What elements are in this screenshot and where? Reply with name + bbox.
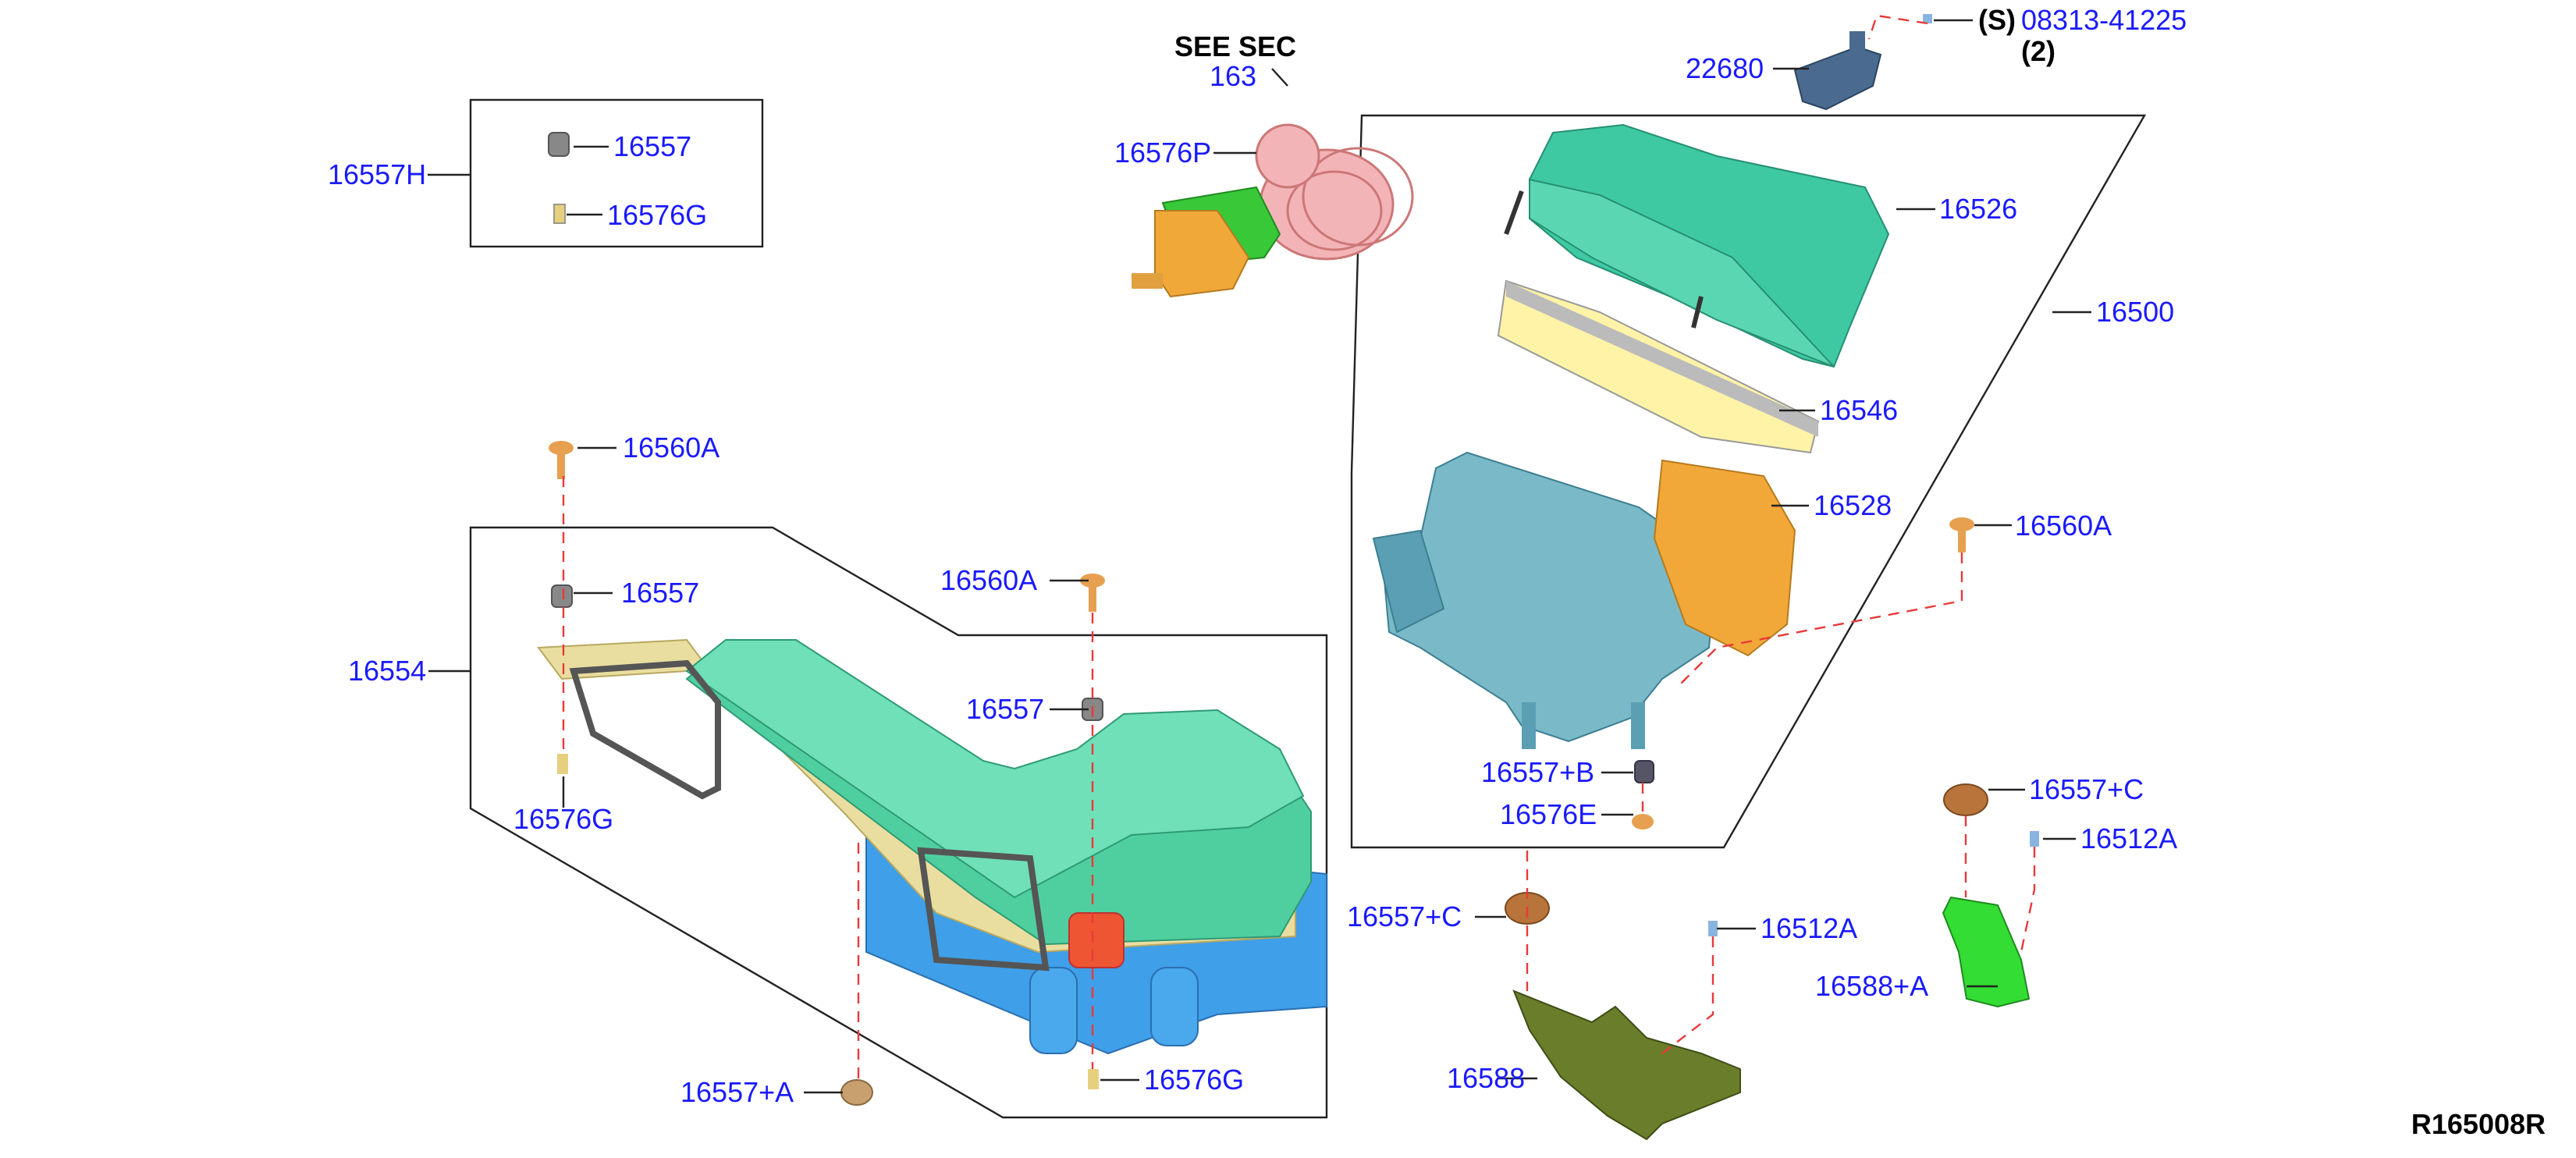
diagram-code: R165008R (2411, 1108, 2546, 1140)
label-16557-box[interactable]: 16557 (613, 130, 691, 162)
label-16557H[interactable]: 16557H (328, 158, 426, 190)
see-section-label: SEE SEC (1174, 30, 1296, 62)
label-16560A-right[interactable]: 16560A (2015, 510, 2112, 542)
label-16576G-box[interactable]: 16576G (607, 199, 707, 231)
label-16576G-left[interactable]: 16576G (513, 803, 613, 835)
assembly-dashed-lines (562, 14, 2036, 1081)
label-16576P[interactable]: 16576P (1114, 137, 1211, 169)
label-16560A-mid[interactable]: 16560A (940, 564, 1037, 596)
bracket-16588-graphic (1512, 989, 1741, 1141)
screw-prefix: (S) (1978, 4, 2016, 36)
label-16526[interactable]: 16526 (1939, 193, 2017, 225)
assembly-frame-16500 (1350, 114, 2147, 849)
label-16557B[interactable]: 16557+B (1481, 756, 1594, 788)
label-16557-left[interactable]: 16557 (621, 577, 699, 609)
label-16557C-right[interactable]: 16557+C (2029, 773, 2144, 805)
label-16588A[interactable]: 16588+A (1815, 970, 1928, 1002)
label-16557C-left[interactable]: 16557+C (1347, 900, 1462, 932)
air-cleaner-body-graphic (1372, 451, 1796, 749)
see-section-number[interactable]: 163 (1210, 60, 1256, 92)
air-cleaner-cover-16526-graphic (1504, 123, 1890, 368)
label-16557-mid[interactable]: 16557 (966, 693, 1044, 725)
label-16554[interactable]: 16554 (348, 655, 426, 687)
label-16528[interactable]: 16528 (1814, 489, 1892, 521)
label-16576E[interactable]: 16576E (1500, 798, 1597, 830)
hose-16576P-graphic (1132, 123, 1414, 298)
air-duct-16554-graphic (537, 638, 1327, 1055)
bracket-16588A-graphic (1942, 896, 2031, 1008)
label-16546[interactable]: 16546 (1820, 394, 1898, 426)
label-16560A-left[interactable]: 16560A (623, 432, 720, 464)
screw-quantity: (2) (2021, 35, 2055, 67)
label-22680[interactable]: 22680 (1686, 52, 1764, 84)
kit-box-16557H (469, 98, 764, 248)
sensor-22680-graphic (1793, 31, 1882, 111)
label-16588[interactable]: 16588 (1447, 1062, 1525, 1094)
label-16512A-right[interactable]: 16512A (2080, 822, 2177, 854)
label-16500[interactable]: 16500 (2096, 296, 2174, 328)
label-16576G-bottom[interactable]: 16576G (1144, 1064, 1244, 1096)
label-08313-41225[interactable]: 08313-41225 (2021, 4, 2187, 36)
label-16557A[interactable]: 16557+A (680, 1076, 794, 1108)
label-16512A-left[interactable]: 16512A (1761, 912, 1857, 944)
leader-lines (428, 19, 2091, 1094)
air-filter-16546-graphic (1497, 279, 1820, 454)
